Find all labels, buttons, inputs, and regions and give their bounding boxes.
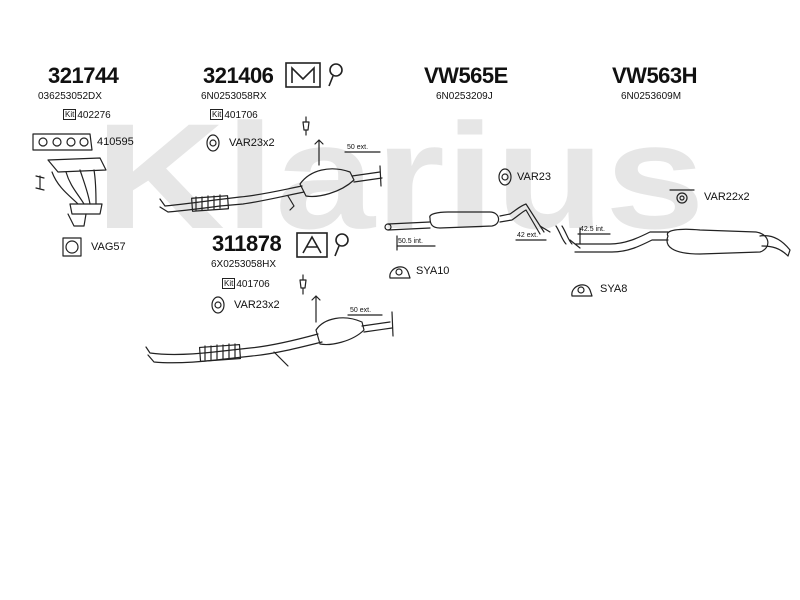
fitting-m-icon xyxy=(285,62,343,88)
accessory-410595: 410595 xyxy=(97,136,134,148)
accessory-vag57: VAG57 xyxy=(91,241,126,253)
dimension-50-ext-bottom: 50 ext. xyxy=(350,307,372,314)
part-number-321744: 321744 xyxy=(48,63,119,88)
front-pipe-321406-drawing xyxy=(159,116,383,213)
accessory-sya10: SYA10 xyxy=(416,265,450,277)
front-pipe-311878-drawing xyxy=(145,274,394,367)
oem-number-321406: 6N0253058RX xyxy=(201,91,267,102)
oem-number-vw563h: 6N0253609M xyxy=(621,91,682,102)
exhaust-manifold-drawing xyxy=(35,157,107,227)
dimension-50-ext-top: 50 ext. xyxy=(347,144,369,151)
accessory-var23x2-top: VAR23x2 xyxy=(229,137,275,149)
intermediate-pipe-vw565e-drawing xyxy=(384,203,551,251)
sya8-drawing xyxy=(571,284,593,297)
accessory-var22x2: VAR22x2 xyxy=(704,191,750,203)
dimension-50-5-int: 50.5 int. xyxy=(398,238,423,245)
oem-number-vw565e: 6N0253209J xyxy=(436,91,493,102)
fitting-a-icon xyxy=(296,232,349,258)
dimension-42-5-int: 42.5 int. xyxy=(580,226,605,233)
rear-silencer-vw563h-drawing xyxy=(555,225,791,257)
part-number-311878: 311878 xyxy=(212,231,282,256)
accessory-var23x2-bottom: VAR23x2 xyxy=(234,299,280,311)
kit-label: Kit xyxy=(63,109,77,120)
var22x2-drawing xyxy=(669,189,695,204)
watermark: Klarius xyxy=(95,92,705,260)
accessory-var23: VAR23 xyxy=(517,171,552,183)
kit-label: Kit xyxy=(210,109,224,120)
part-number-321406: 321406 xyxy=(203,63,274,88)
manifold-gasket-drawing xyxy=(32,133,93,151)
oem-number-311878: 6X0253058HX xyxy=(211,259,277,270)
dimension-42-ext: 42 ext. xyxy=(517,232,539,239)
vag57-gasket-drawing xyxy=(62,237,82,257)
sya10-drawing xyxy=(389,266,411,279)
accessory-sya8: SYA8 xyxy=(600,283,628,295)
part-number-vw565e: VW565E xyxy=(424,63,508,88)
var23-drawing xyxy=(498,168,512,186)
part-number-vw563h: VW563H xyxy=(612,63,698,88)
var23x2-top-drawing xyxy=(206,134,220,152)
oem-number-321744: 036253052DX xyxy=(38,91,102,102)
var23x2-bottom-drawing xyxy=(211,296,225,314)
kit-label: Kit xyxy=(222,278,236,289)
